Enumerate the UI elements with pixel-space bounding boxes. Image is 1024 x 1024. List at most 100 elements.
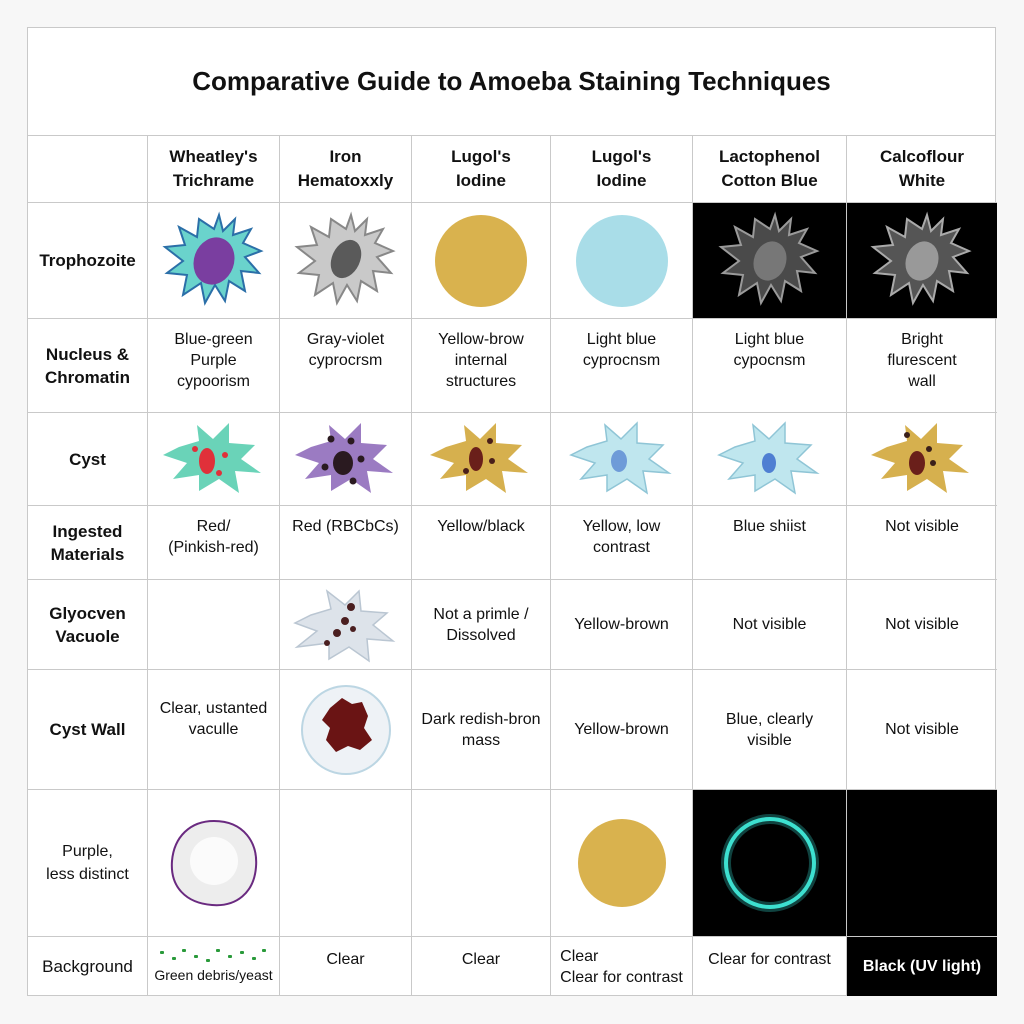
- page-title: Comparative Guide to Amoeba Staining Tec…: [28, 28, 995, 136]
- troph-lugol-1-image: [412, 203, 551, 319]
- cyst-wall-icon: [300, 684, 391, 775]
- table-cell: Yellow/black: [412, 506, 551, 580]
- col-header-lugol-2: Lugol's Iodine: [551, 136, 693, 203]
- cyst-lugol-1-image: [412, 413, 551, 506]
- col-header-label: Iron Hematoxxly: [297, 147, 394, 190]
- light-blue-disk-icon: [575, 214, 668, 307]
- glycogen-iron-image: [280, 580, 412, 670]
- row-label-cyst: Cyst: [28, 413, 148, 506]
- table-cell: [280, 790, 412, 937]
- amoeba-cyst-icon: [430, 423, 528, 493]
- col-header-lactophenol: Lactophenol Cotton Blue: [693, 136, 847, 203]
- table-cell: Clear Clear for contrast: [551, 937, 693, 996]
- cyst-ring-icon: [170, 819, 257, 907]
- table-cell: Black (UV light): [847, 937, 997, 996]
- cell-text: Light blue cypocnsm: [733, 331, 806, 369]
- cell-text: Not visible: [885, 616, 959, 633]
- col-header-label: Calcoflour White: [879, 147, 965, 190]
- cell-text: Not a primle / Dissolved: [433, 605, 529, 644]
- cyst-calcofluor-image: [847, 413, 997, 506]
- background-wheatley-cell: Green debris/yeast: [148, 937, 280, 996]
- iodine-disk-icon: [577, 819, 666, 907]
- cystwall-iron-image: [280, 670, 412, 790]
- table-cell: Gray-violet cyprocrsm: [280, 319, 412, 413]
- row-label-text: Ingested Materials: [50, 521, 125, 564]
- row-label-text: Cyst: [69, 449, 106, 469]
- col-header-label: Wheatley's Trichrame: [169, 147, 258, 190]
- table-cell: Red/ (Pinkish-red): [148, 506, 280, 580]
- cell-text: Green debris/yeast: [154, 967, 273, 983]
- cyst-lugol-2-image: [551, 413, 693, 506]
- row-label-glycogen: Glyocven Vacuole: [28, 580, 148, 670]
- table-cell: Yellow, low contrast: [551, 506, 693, 580]
- row-label-nucleus: Nucleus & Chromatin: [28, 319, 148, 413]
- troph-calcofluor-image: [847, 203, 997, 319]
- row-label-text: Background: [42, 957, 133, 976]
- table-cell: Yellow-brown: [551, 580, 693, 670]
- table-cell: Not visible: [847, 670, 997, 790]
- table-cell: Blue shiist: [693, 506, 847, 580]
- table-cell: Blue, clearly visible: [693, 670, 847, 790]
- cell-text: Clear: [461, 951, 501, 968]
- table-cell: Not visible: [847, 580, 997, 670]
- table-cell: Not visible: [847, 506, 997, 580]
- cell-text: Clear Clear for contrast: [560, 947, 683, 986]
- table-cell: [148, 580, 280, 670]
- amoeba-cyst-icon: [871, 423, 969, 493]
- cyst-iron-image: [280, 413, 412, 506]
- purple-uv-ring-image: [693, 790, 847, 937]
- cell-text: Red/ (Pinkish-red): [168, 518, 259, 556]
- cell-text: Yellow, low contrast: [582, 518, 661, 556]
- table-cell: Not visible: [693, 580, 847, 670]
- amoeba-cyst-icon: [568, 421, 672, 495]
- row-label-text: Nucleus & Chromatin: [45, 344, 130, 387]
- amoeba-trophozoite-icon: [161, 211, 264, 306]
- cyst-lactophenol-image: [693, 413, 847, 506]
- troph-wheatley-image: [148, 203, 280, 319]
- cell-text: Yellow/black: [437, 518, 525, 535]
- table-cell: [412, 790, 551, 937]
- cell-text: Yellow-brown: [574, 721, 669, 738]
- troph-lactophenol-image: [693, 203, 847, 319]
- row-label-text: Cyst Wall: [49, 720, 126, 739]
- cell-text: Black (UV light): [862, 958, 982, 975]
- cell-text: Light blue cyprocnsm: [582, 331, 661, 369]
- troph-iron-image: [280, 203, 412, 319]
- table-cell: Light blue cyprocnsm: [551, 319, 693, 413]
- col-header-wheatley: Wheatley's Trichrame: [148, 136, 280, 203]
- corner-cell: [28, 136, 148, 203]
- row-label-trophozoite: Trophozoite: [28, 203, 148, 319]
- amoeba-cyst-icon: [716, 421, 820, 495]
- purple-wheatley-image: [148, 790, 280, 937]
- table-cell: Blue-green Purple cypoorism: [148, 319, 280, 413]
- cell-text: Clear for contrast: [708, 951, 831, 968]
- table-cell: Clear, ustanted vaculle: [148, 670, 280, 790]
- cell-text: Not visible: [885, 721, 959, 738]
- col-header-label: Lactophenol Cotton Blue: [718, 147, 821, 190]
- guide-table-frame: Comparative Guide to Amoeba Staining Tec…: [27, 27, 997, 996]
- table-cell: Light blue cypocnsm: [693, 319, 847, 413]
- cell-text: Red (RBCbCs): [292, 518, 399, 535]
- cell-text: Gray-violet cyprocrsm: [306, 331, 385, 369]
- table-cell: Red (RBCbCs): [280, 506, 412, 580]
- table-cell: [847, 790, 997, 937]
- cell-text: Clear, ustanted vaculle: [159, 700, 268, 738]
- comparison-grid: Wheatley's Trichrame Iron Hematoxxly Lug…: [28, 136, 997, 996]
- table-cell: Bright flurescent wall: [847, 319, 997, 413]
- row-label-background: Background: [28, 937, 148, 996]
- row-label-purple: Purple, less distinct: [28, 790, 148, 937]
- col-header-label: Lugol's Iodine: [451, 147, 511, 190]
- cell-text: Blue shiist: [733, 518, 806, 535]
- table-cell: Yellow-brow internal structures: [412, 319, 551, 413]
- col-header-iron: Iron Hematoxxly: [280, 136, 412, 203]
- amoeba-cyst-icon: [292, 588, 395, 663]
- cell-text: Blue, clearly visible: [725, 710, 814, 749]
- row-label-text: Trophozoite: [39, 251, 136, 270]
- fluorescent-amoeba-icon: [870, 211, 972, 306]
- row-label-cyst-wall: Cyst Wall: [28, 670, 148, 790]
- cell-text: Not visible: [732, 616, 807, 633]
- iodine-disk-icon: [435, 214, 527, 307]
- cell-text: Not visible: [885, 518, 959, 535]
- table-cell: Clear: [280, 937, 412, 996]
- table-cell: Clear: [412, 937, 551, 996]
